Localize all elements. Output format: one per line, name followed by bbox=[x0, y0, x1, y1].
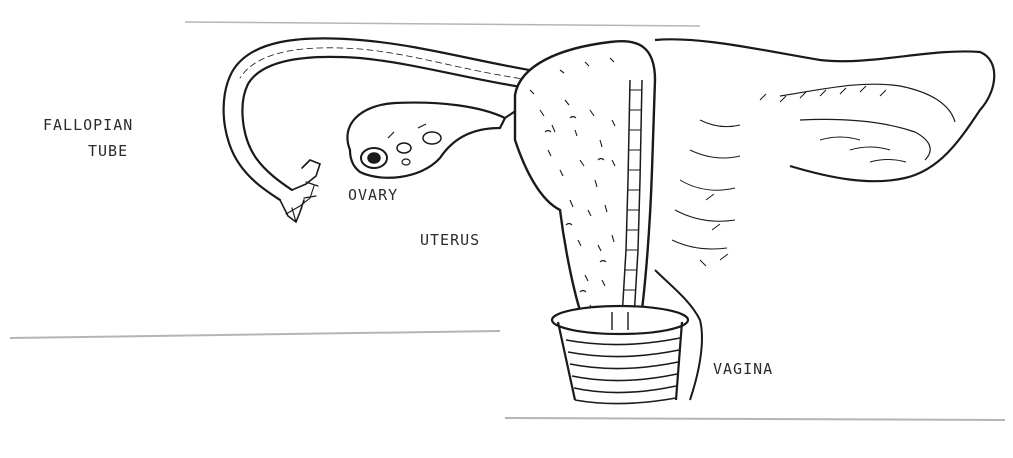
scan-edges bbox=[10, 22, 1005, 420]
label-ovary: OVARY bbox=[348, 188, 398, 203]
label-tube: TUBE bbox=[88, 144, 128, 159]
label-fallopian: FALLOPIAN bbox=[43, 118, 133, 133]
ovary-shape bbox=[347, 103, 520, 178]
uterus-shape bbox=[515, 41, 655, 325]
label-vagina: VAGINA bbox=[713, 362, 773, 377]
ligament-shape bbox=[655, 39, 994, 400]
label-uterus: UTERUS bbox=[420, 233, 480, 248]
vagina-shape bbox=[552, 306, 688, 404]
